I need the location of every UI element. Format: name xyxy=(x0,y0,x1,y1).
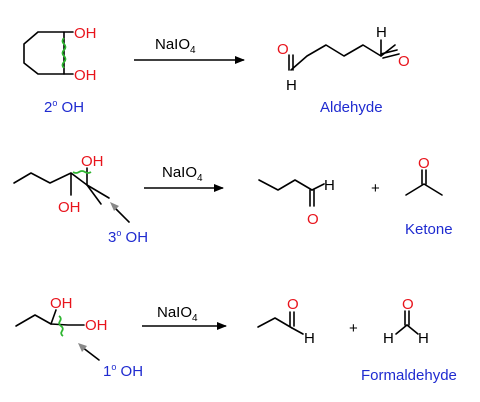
bond-c-h xyxy=(311,183,325,191)
bond-c-o-double-d xyxy=(380,49,398,55)
formaldehyde-structure: O H H xyxy=(383,296,429,347)
cleavage-mark xyxy=(72,170,92,174)
cleavage-mark xyxy=(61,37,67,69)
product-label-ketone: Ketone xyxy=(405,221,453,238)
carbon-chain xyxy=(290,44,396,71)
cyclohexane-ring xyxy=(23,31,65,75)
hydroxyl-top: OH xyxy=(81,153,104,170)
oxygen-left: O xyxy=(277,41,289,58)
carbon-chain xyxy=(15,314,85,327)
carbon-chain xyxy=(13,172,88,186)
hydroxyl-right: OH xyxy=(85,317,108,334)
reaction-primary-diol: OH OH 1o OH NaIO4 O H + O H H Formaldehy… xyxy=(15,295,457,384)
pointer-arrow-shaft xyxy=(113,206,130,223)
bond-c-h-right xyxy=(406,324,419,335)
hydrogen-right: H xyxy=(376,24,387,41)
pointer-arrow-head xyxy=(110,202,119,211)
oxygen-right: O xyxy=(398,53,410,70)
carbon-chain xyxy=(258,179,313,191)
acetone-structure: O xyxy=(405,155,443,196)
hydroxyl-top: OH xyxy=(74,25,97,42)
diol-label-primary: 1o OH xyxy=(103,362,143,380)
hydroxyl-bottom: OH xyxy=(74,67,97,84)
oxygen: O xyxy=(287,296,299,313)
carbon-chain xyxy=(405,183,443,196)
hydrogen-left: H xyxy=(383,330,394,347)
primary-diol-structure: OH OH xyxy=(15,295,108,361)
product-label-aldehyde: Aldehyde xyxy=(320,99,383,116)
reagent-label: NaIO4 xyxy=(155,36,196,56)
bond-c-h xyxy=(291,327,304,335)
hydrogen: H xyxy=(304,330,315,347)
butanal-structure: H O xyxy=(258,177,335,228)
bond-c-oh-top xyxy=(50,309,57,325)
oxygen: O xyxy=(418,155,430,172)
plus-sign: + xyxy=(349,320,358,337)
cyclohexane-diol-structure: OH OH xyxy=(23,25,97,84)
reagent-label: NaIO4 xyxy=(157,304,198,324)
pointer-arrow-shaft xyxy=(81,346,100,361)
reaction-tertiary-diol: OH OH 3o OH NaIO4 H O + O Ketone xyxy=(13,153,453,246)
hydroxyl-top: OH xyxy=(50,295,73,312)
bond-c-o-double-c xyxy=(382,53,400,59)
diol-label-secondary: 2o OH xyxy=(44,98,84,116)
propanal-structure: O H xyxy=(257,296,315,347)
hydrogen: H xyxy=(324,177,335,194)
reagent-label: NaIO4 xyxy=(162,164,203,184)
oxygen: O xyxy=(307,211,319,228)
pointer-arrow-head xyxy=(78,343,87,352)
cleavage-mark xyxy=(58,315,64,337)
carbon-chain xyxy=(257,317,293,329)
plus-sign: + xyxy=(371,180,380,197)
hydrogen-left: H xyxy=(286,77,297,94)
hydrogen-right: H xyxy=(418,330,429,347)
hydroxyl-bottom: OH xyxy=(58,199,81,216)
hexanedial-structure: O H H O xyxy=(277,24,410,94)
product-label-formaldehyde: Formaldehyde xyxy=(361,367,457,384)
oxygen: O xyxy=(402,296,414,313)
tertiary-diol-structure: OH OH xyxy=(13,153,130,223)
diol-label-tertiary: 3o OH xyxy=(108,228,148,246)
bond-methyl-b xyxy=(86,184,102,205)
reaction-secondary-diol: OH OH 2o OH NaIO4 O H H O Aldehyde xyxy=(23,24,410,116)
bond-methyl-a xyxy=(86,184,110,199)
bond-c-h-left xyxy=(395,324,408,335)
